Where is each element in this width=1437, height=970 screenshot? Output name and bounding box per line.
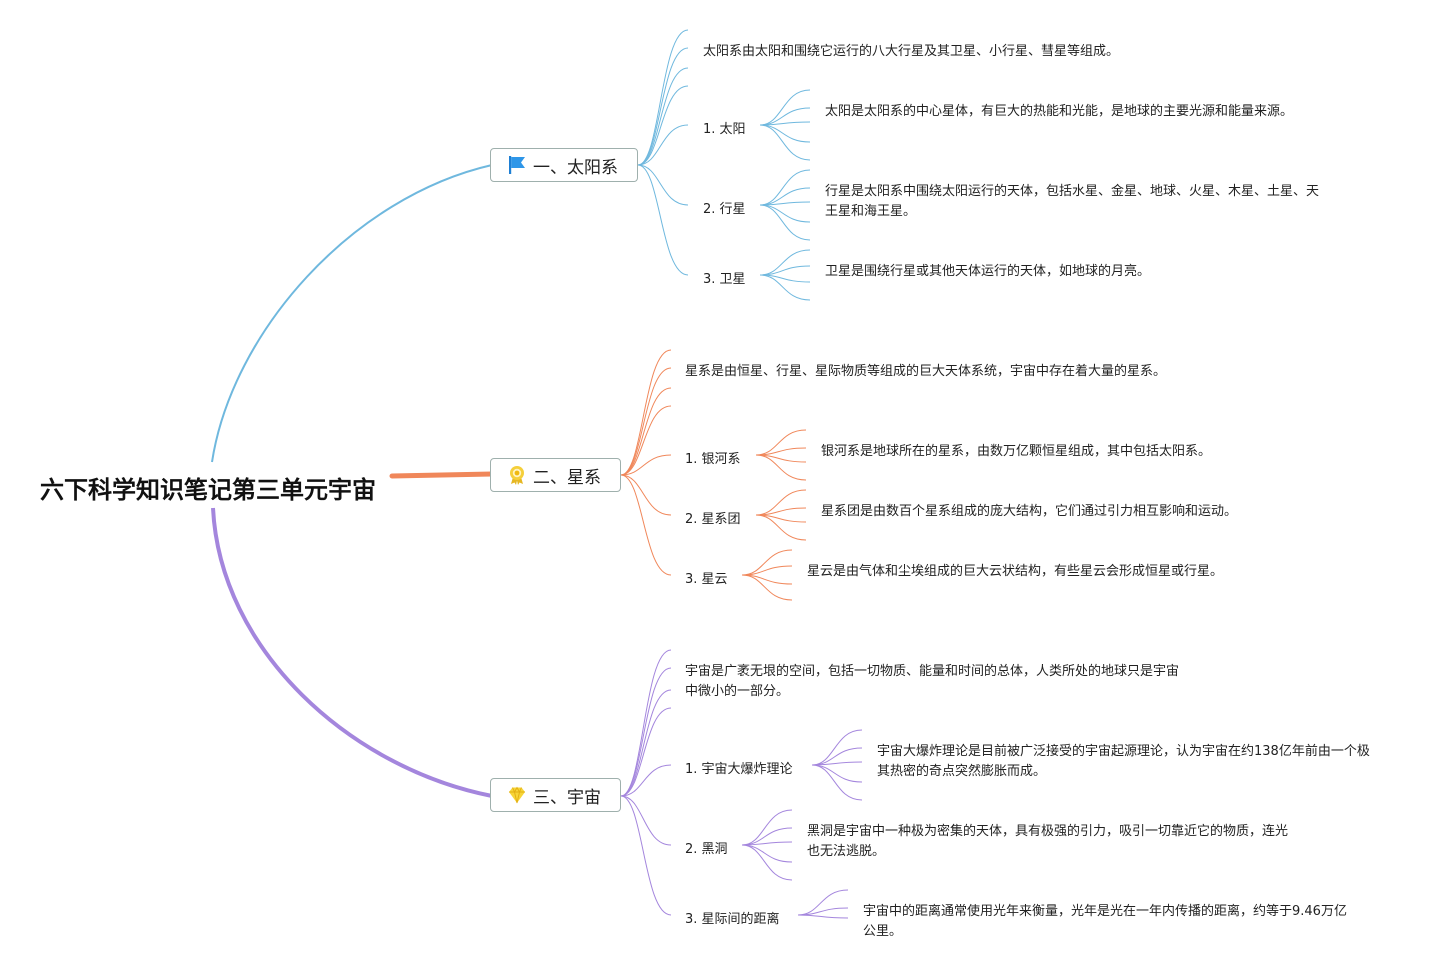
subtopic-planets[interactable]: 2. 行星 (703, 202, 746, 217)
topic-solar-system[interactable]: 一、太阳系 (490, 148, 638, 182)
connector-curve (620, 795, 672, 916)
connector-curve (811, 729, 863, 766)
leaf-interstellar-distance[interactable]: 宇宙中的距离通常使用光年来衡量，光年是光在一年内传播的距离，约等于9.46万亿公… (863, 904, 1347, 939)
connector-curve (759, 249, 811, 276)
topic-universe[interactable]: 三、宇宙 (490, 778, 621, 812)
connector-curve (755, 454, 807, 481)
leaf-galaxy-cluster[interactable]: 星系团是由数百个星系组成的庞大结构，它们通过引力相互影响和运动。 (821, 504, 1238, 519)
connector-curve (741, 844, 793, 863)
galaxy-intro[interactable]: 星系是由恒星、行星、星际物质等组成的巨大天体系统，宇宙中存在着大量的星系。 (685, 364, 1167, 379)
connector-curve (637, 85, 689, 166)
leaf-planets[interactable]: 行星是太阳系中围绕太阳运行的天体，包括水星、金星、地球、火星、木星、土星、天王星… (825, 184, 1320, 219)
solar-intro[interactable]: 太阳系由太阳和围绕它运行的八大行星及其卫星、小行星、彗星等组成。 (703, 44, 1120, 59)
subtopic-sun[interactable]: 1. 太阳 (703, 122, 746, 137)
connector-curve (620, 795, 672, 846)
connector-curve (637, 124, 689, 166)
leaf-satellites[interactable]: 卫星是围绕行星或其他天体运行的天体，如地球的月亮。 (825, 264, 1151, 279)
connector-curve (741, 549, 793, 576)
leaf-nebula[interactable]: 星云是由气体和尘埃组成的巨大云状结构，有些星云会形成恒星或行星。 (807, 564, 1224, 579)
connector-curve (759, 274, 811, 301)
leaf-black-hole[interactable]: 黑洞是宇宙中一种极为密集的天体，具有极强的引力，吸引一切靠近它的物质，连光也无法… (807, 824, 1289, 859)
connector-curve (620, 454, 672, 476)
connector-curve (637, 47, 689, 166)
subtopic-nebula[interactable]: 3. 星云 (685, 572, 728, 587)
topic-title: 一、太阳系 (533, 157, 618, 178)
topic-title: 二、星系 (533, 467, 601, 488)
connector-curve (620, 707, 672, 797)
subtopic-black-hole[interactable]: 2. 黑洞 (685, 842, 728, 857)
connector-curve (637, 67, 689, 166)
connector-curve (759, 124, 811, 161)
leaf-sun[interactable]: 太阳是太阳系的中心星体，有巨大的热能和光能，是地球的主要光源和能量来源。 (825, 104, 1294, 119)
topic-galaxy[interactable]: 二、星系 (490, 458, 621, 492)
leaf-milky-way[interactable]: 银河系是地球所在的星系，由数万亿颗恒星组成，其中包括太阳系。 (821, 444, 1212, 459)
connector-curve (811, 764, 863, 783)
central-topic[interactable]: 六下科学知识笔记第三单元宇宙 (40, 476, 376, 504)
subtopic-galaxy-cluster[interactable]: 2. 星系团 (685, 512, 741, 527)
flag-icon (509, 156, 525, 174)
subtopic-satellites[interactable]: 3. 卫星 (703, 272, 746, 287)
connector-curve (620, 474, 672, 516)
connector-curve (637, 164, 689, 276)
connector-curve (620, 764, 672, 797)
connector-curve (755, 514, 807, 541)
connector-curve (620, 649, 672, 797)
connector-curve (620, 387, 672, 476)
topic-title: 三、宇宙 (533, 787, 601, 808)
connector-curve (620, 349, 672, 476)
connector-curve (620, 405, 672, 476)
leaf-big-bang[interactable]: 宇宙大爆炸理论是目前被广泛接受的宇宙起源理论，认为宇宙在约138亿年前由一个极其… (877, 744, 1370, 779)
connector-curve (741, 809, 793, 846)
connector-curve (759, 124, 811, 143)
connector-curve (759, 169, 811, 206)
diamond-icon (509, 786, 525, 804)
root-link-solar (211, 164, 493, 463)
connector-curve (620, 367, 672, 476)
connector-curve (620, 689, 672, 797)
connector-curve (620, 474, 672, 576)
subtopic-milky-way[interactable]: 1. 银河系 (685, 452, 741, 467)
connector-curve (637, 29, 689, 166)
connector-curve (759, 89, 811, 126)
connector-curve (620, 667, 672, 797)
connector-curve (759, 204, 811, 241)
subtopic-interstellar-distance[interactable]: 3. 星际间的距离 (685, 912, 780, 927)
connector-curve (637, 164, 689, 206)
root-link-universe (211, 507, 493, 798)
connector-curve (741, 574, 793, 601)
universe-intro[interactable]: 宇宙是广袤无垠的空间，包括一切物质、能量和时间的总体，人类所处的地球只是宇宙中微… (685, 664, 1180, 699)
connector-curve (797, 914, 849, 919)
subtopic-big-bang[interactable]: 1. 宇宙大爆炸理论 (685, 762, 793, 777)
connector-curve (759, 204, 811, 223)
connector-curve (741, 844, 793, 881)
connector-curve (811, 764, 863, 801)
award-icon (510, 466, 524, 485)
root-link-galaxy (389, 471, 495, 479)
